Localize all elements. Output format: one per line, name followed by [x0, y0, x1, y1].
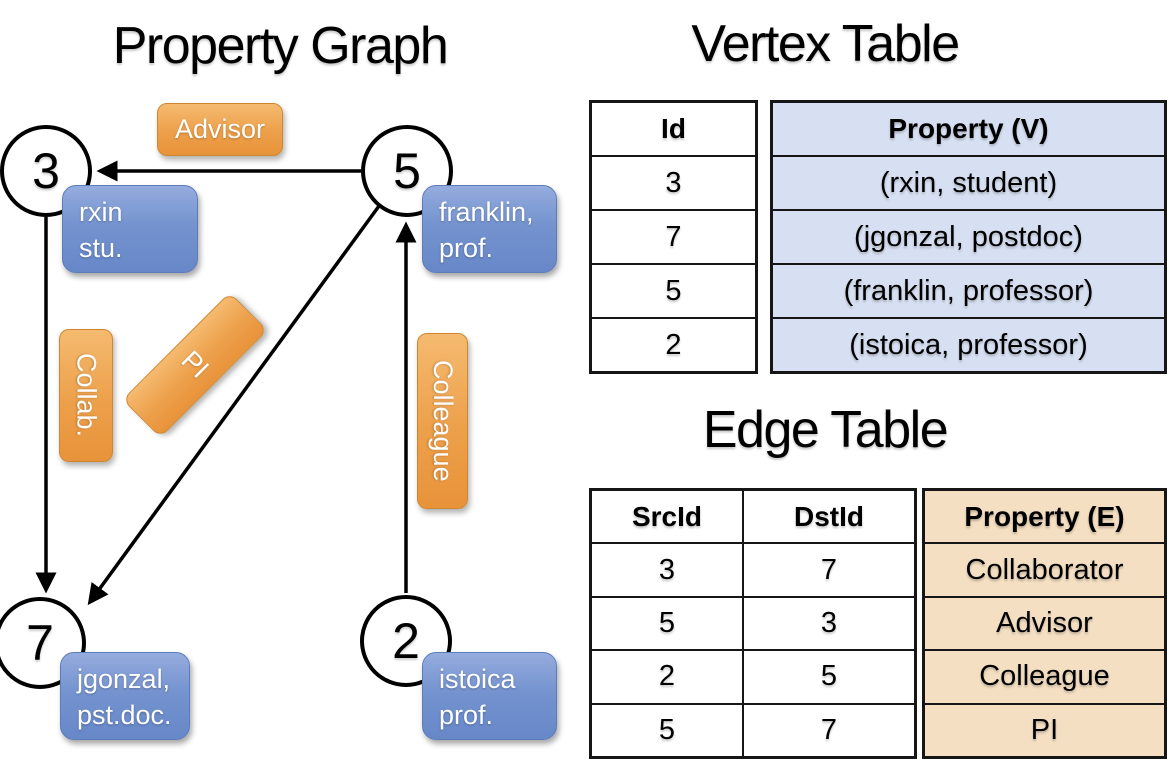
- table-cell: (jgonzal, postdoc): [773, 209, 1164, 263]
- table-cell: Collaborator: [925, 542, 1164, 595]
- table-cell: 5: [592, 263, 755, 317]
- vertex-property-box-istoica: istoica prof.: [422, 652, 557, 740]
- vertex-table-title: Vertex Table: [691, 15, 960, 73]
- vertex-property-box-rxin: rxin stu.: [62, 185, 198, 273]
- vertex-table-property-header: Property (V): [888, 113, 1049, 144]
- table-cell: (istoica, professor): [773, 317, 1164, 371]
- edge-table-property-column: Property (E) Collaborator Advisor Collea…: [922, 488, 1167, 759]
- table-cell: (franklin, professor): [773, 263, 1164, 317]
- vertex-property-line: istoica: [439, 664, 516, 694]
- table-cell: 5: [658, 607, 676, 640]
- table-cell: 3: [592, 155, 755, 209]
- edge-table-srcid-header: SrcId: [631, 500, 703, 532]
- property-graph-title: Property Graph: [112, 17, 449, 75]
- edge-label-text: Collab.: [71, 353, 102, 438]
- vertex-property-line: prof.: [439, 699, 494, 730]
- table-row: 5 3: [592, 595, 914, 650]
- vertex-property-line: rxin: [79, 197, 123, 227]
- table-cell: PI: [925, 702, 1164, 756]
- vertex-property-line: jgonzal,: [77, 664, 171, 694]
- table-cell: Colleague: [925, 649, 1164, 702]
- edge-label-text: PI: [175, 345, 215, 385]
- vertex-property-line: prof.: [439, 232, 494, 263]
- table-cell: 3: [658, 553, 676, 586]
- vertex-property-box-jgonzal: jgonzal, pst.doc.: [60, 652, 190, 740]
- table-cell: (rxin, student): [773, 155, 1164, 209]
- table-cell: Advisor: [925, 595, 1164, 649]
- table-row: 5 7: [592, 702, 914, 757]
- vertex-table-id-column: Id 3 7 5 2: [589, 100, 758, 374]
- table-cell: 3: [742, 597, 914, 650]
- table-cell: 7: [742, 544, 914, 596]
- edge-label-pi: PI: [122, 292, 268, 438]
- table-cell: 2: [592, 317, 755, 371]
- graph-node-5: 5: [361, 125, 453, 217]
- edge-label-text: Colleague: [428, 360, 458, 482]
- edge-label-colleague: Colleague: [417, 333, 468, 509]
- vertex-table-id-header: Id: [661, 113, 686, 144]
- table-cell: 7: [742, 704, 914, 757]
- vertex-property-line: stu.: [79, 232, 123, 263]
- table-cell: 2: [658, 660, 676, 693]
- vertex-property-box-franklin: franklin, prof.: [422, 185, 557, 273]
- table-cell: 5: [658, 713, 676, 746]
- vertex-table-property-column: Property (V) (rxin, student) (jgonzal, p…: [770, 100, 1167, 374]
- vertex-property-line: franklin,: [439, 197, 534, 227]
- edge-table-id-columns: SrcId DstId 3 7 5 3 2 5 5 7: [589, 488, 917, 759]
- graph-node-3: 3: [0, 125, 92, 217]
- table-cell: 7: [592, 209, 755, 263]
- edge-table-title: Edge Table: [702, 401, 949, 459]
- edge-table-dstid-header: DstId: [742, 491, 914, 543]
- edge-table-id-header-row: SrcId DstId: [592, 491, 914, 543]
- table-row: 3 7: [592, 542, 914, 596]
- edge-table-property-header: Property (E): [964, 500, 1125, 532]
- edge-label-text: Advisor: [174, 114, 266, 144]
- edge-label-advisor: Advisor: [157, 103, 283, 156]
- table-row: 2 5: [592, 649, 914, 703]
- vertex-property-line: pst.doc.: [77, 699, 172, 730]
- edge-label-collab: Collab.: [59, 329, 113, 462]
- table-cell: 5: [742, 651, 914, 703]
